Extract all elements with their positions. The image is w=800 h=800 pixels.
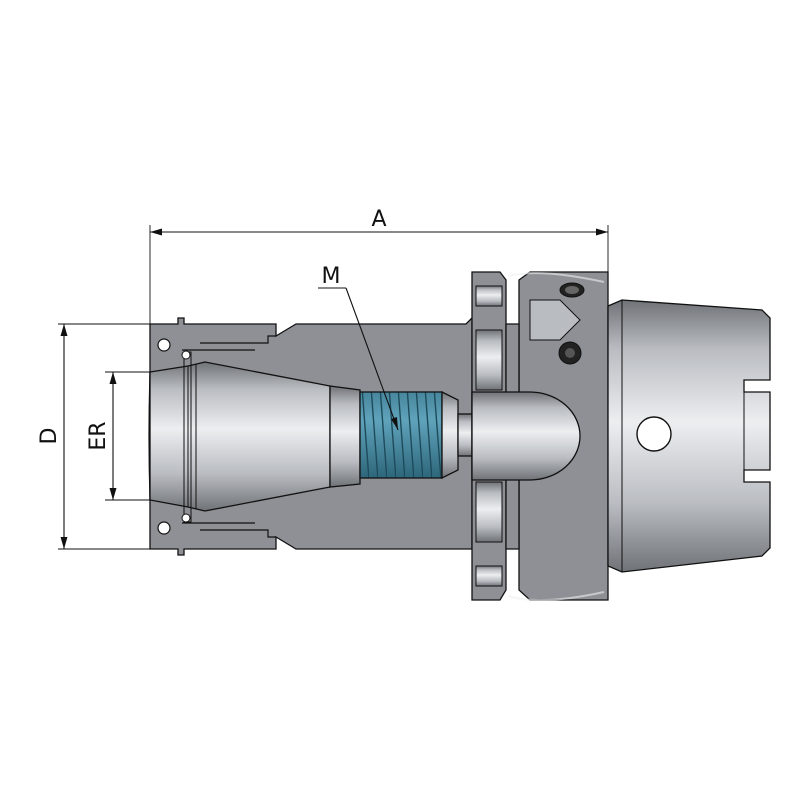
thread-m-label: M: [322, 264, 341, 289]
er-collet: [148, 350, 331, 523]
shank-bore: [329, 385, 361, 488]
dimension-er: ER: [86, 372, 117, 500]
extension-lines: [58, 225, 609, 550]
thread-leader: M: [318, 264, 399, 431]
flange-section: [471, 271, 609, 602]
thread-m: [359, 390, 473, 480]
dimension-d-label: D: [37, 428, 62, 445]
hsk-shank: [607, 299, 771, 573]
dimension-a-label: A: [371, 207, 386, 232]
dimension-er-label: ER: [86, 421, 111, 450]
dimension-d: D: [37, 324, 68, 549]
dimension-a: A: [150, 207, 608, 236]
nut-grooves: [157, 335, 276, 538]
